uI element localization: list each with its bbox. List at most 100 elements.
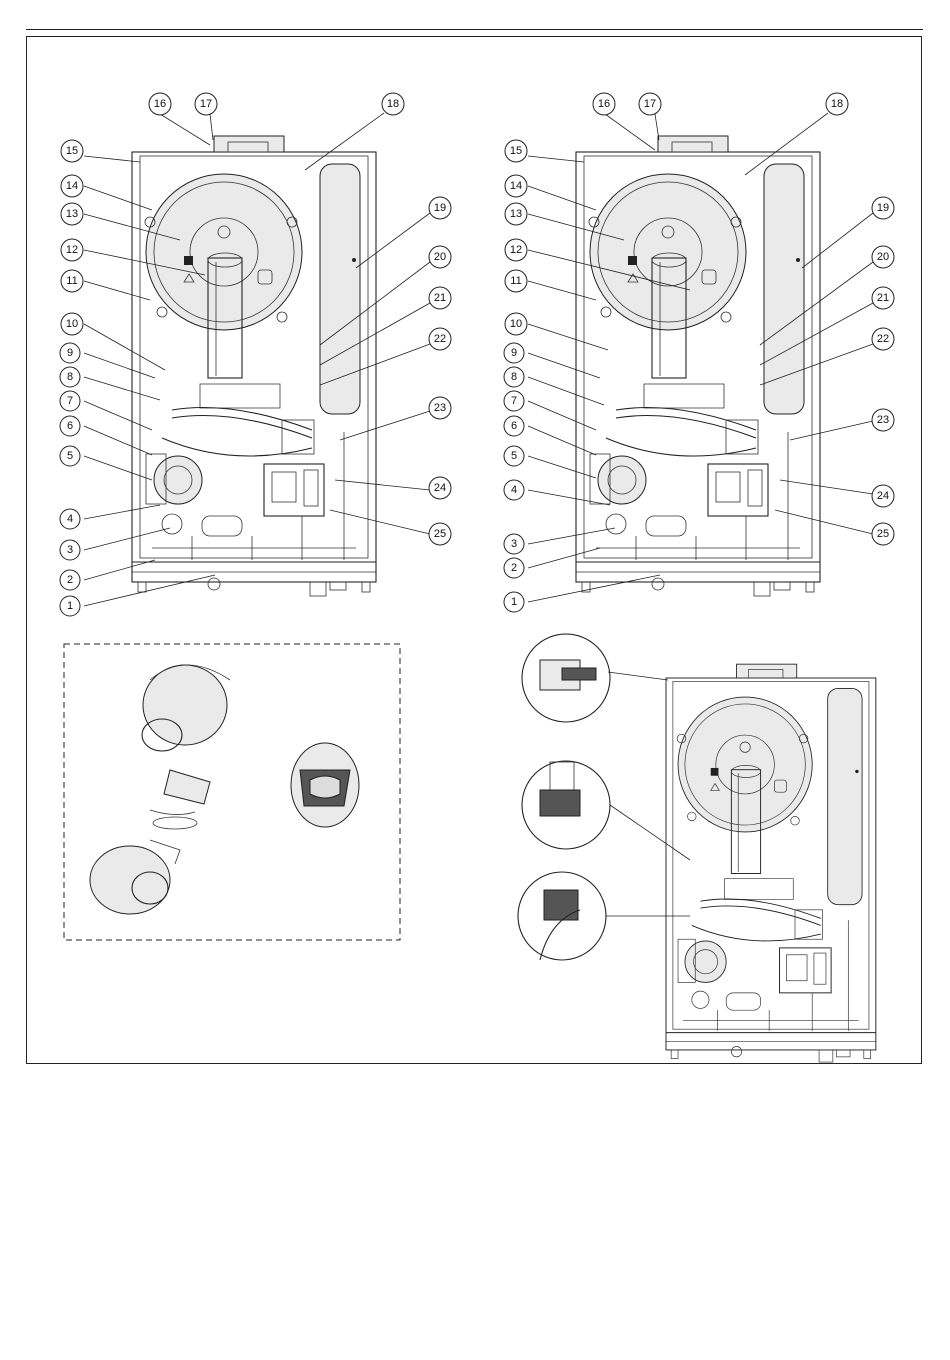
callout-20: 20 bbox=[429, 246, 451, 268]
svg-text:3: 3 bbox=[511, 538, 517, 550]
svg-text:24: 24 bbox=[877, 490, 889, 502]
boiler-left bbox=[132, 136, 376, 596]
svg-text:1: 1 bbox=[511, 596, 517, 608]
svg-text:23: 23 bbox=[434, 402, 446, 414]
svg-text:8: 8 bbox=[511, 371, 517, 383]
svg-text:7: 7 bbox=[511, 395, 517, 407]
svg-text:16: 16 bbox=[598, 98, 610, 110]
callout-6-right: 6 bbox=[504, 416, 524, 436]
svg-text:24: 24 bbox=[434, 482, 446, 494]
callout-1-right: 1 bbox=[504, 592, 524, 612]
callout-24-right: 24 bbox=[872, 485, 894, 507]
svg-text:21: 21 bbox=[877, 292, 889, 304]
callout-15-right: 15 bbox=[505, 140, 527, 162]
callout-19-right: 19 bbox=[872, 197, 894, 219]
callout-25-right: 25 bbox=[872, 523, 894, 545]
svg-text:9: 9 bbox=[511, 347, 517, 359]
svg-text:20: 20 bbox=[434, 251, 446, 263]
callout-3-right: 3 bbox=[504, 534, 524, 554]
svg-text:18: 18 bbox=[387, 98, 399, 110]
svg-text:16: 16 bbox=[154, 98, 166, 110]
callout-10-right: 10 bbox=[505, 313, 527, 335]
svg-text:25: 25 bbox=[877, 528, 889, 540]
svg-text:10: 10 bbox=[66, 318, 78, 330]
svg-text:14: 14 bbox=[66, 180, 78, 192]
svg-text:23: 23 bbox=[877, 414, 889, 426]
svg-text:6: 6 bbox=[511, 420, 517, 432]
svg-text:7: 7 bbox=[67, 395, 73, 407]
svg-text:5: 5 bbox=[511, 450, 517, 462]
svg-text:4: 4 bbox=[67, 513, 73, 525]
callout-14-right: 14 bbox=[505, 175, 527, 197]
callout-12-right: 12 bbox=[505, 239, 527, 261]
callout-7-right: 7 bbox=[504, 391, 524, 411]
boiler-detail-view bbox=[666, 664, 876, 1062]
sensor-detail-1 bbox=[522, 634, 668, 722]
svg-text:1: 1 bbox=[67, 600, 73, 612]
callout-17-right: 17 bbox=[639, 93, 661, 115]
svg-text:2: 2 bbox=[511, 562, 517, 574]
callout-17: 17 bbox=[195, 93, 217, 115]
svg-text:6: 6 bbox=[67, 420, 73, 432]
svg-text:3: 3 bbox=[67, 544, 73, 556]
callout-21-right: 21 bbox=[872, 287, 894, 309]
callout-12: 12 bbox=[61, 239, 83, 261]
svg-text:22: 22 bbox=[877, 333, 889, 345]
callout-5: 5 bbox=[60, 446, 80, 466]
callout-2-right: 2 bbox=[504, 558, 524, 578]
svg-text:10: 10 bbox=[510, 318, 522, 330]
boiler-right bbox=[576, 136, 820, 596]
callout-2: 2 bbox=[60, 570, 80, 590]
svg-text:13: 13 bbox=[66, 208, 78, 220]
callout-4: 4 bbox=[60, 509, 80, 529]
callout-13-right: 13 bbox=[505, 203, 527, 225]
svg-text:18: 18 bbox=[831, 98, 843, 110]
svg-text:5: 5 bbox=[67, 450, 73, 462]
svg-text:4: 4 bbox=[511, 484, 517, 496]
svg-text:20: 20 bbox=[877, 251, 889, 263]
svg-text:13: 13 bbox=[510, 208, 522, 220]
callout-11-right: 11 bbox=[505, 270, 527, 292]
svg-text:14: 14 bbox=[510, 180, 522, 192]
callout-25: 25 bbox=[429, 523, 451, 545]
svg-text:17: 17 bbox=[200, 98, 212, 110]
callout-9: 9 bbox=[60, 343, 80, 363]
callout-15: 15 bbox=[61, 140, 83, 162]
callout-5-right: 5 bbox=[504, 446, 524, 466]
callout-20-right: 20 bbox=[872, 246, 894, 268]
svg-text:15: 15 bbox=[66, 145, 78, 157]
callout-18-right: 18 bbox=[826, 93, 848, 115]
svg-text:12: 12 bbox=[510, 244, 522, 256]
svg-text:8: 8 bbox=[67, 371, 73, 383]
callout-1: 1 bbox=[60, 596, 80, 616]
callout-24: 24 bbox=[429, 477, 451, 499]
callout-21: 21 bbox=[429, 287, 451, 309]
svg-text:21: 21 bbox=[434, 292, 446, 304]
callout-3: 3 bbox=[60, 540, 80, 560]
callout-11: 11 bbox=[61, 270, 83, 292]
svg-text:11: 11 bbox=[66, 275, 77, 287]
callout-13: 13 bbox=[61, 203, 83, 225]
callout-22-right: 22 bbox=[872, 328, 894, 350]
sensor-detail-3 bbox=[518, 872, 690, 960]
callout-23-right: 23 bbox=[872, 409, 894, 431]
callout-22: 22 bbox=[429, 328, 451, 350]
callout-19: 19 bbox=[429, 197, 451, 219]
callout-9-right: 9 bbox=[504, 343, 524, 363]
svg-text:15: 15 bbox=[510, 145, 522, 157]
callout-18: 18 bbox=[382, 93, 404, 115]
callout-4-right: 4 bbox=[504, 480, 524, 500]
callout-6: 6 bbox=[60, 416, 80, 436]
svg-text:11: 11 bbox=[510, 275, 521, 287]
callout-8-right: 8 bbox=[504, 367, 524, 387]
callout-14: 14 bbox=[61, 175, 83, 197]
svg-text:12: 12 bbox=[66, 244, 78, 256]
callout-16: 16 bbox=[149, 93, 171, 115]
sensor-detail-2 bbox=[522, 761, 690, 860]
exploded-view-box bbox=[64, 644, 400, 940]
svg-text:19: 19 bbox=[877, 202, 889, 214]
callout-10: 10 bbox=[61, 313, 83, 335]
svg-text:2: 2 bbox=[67, 574, 73, 586]
svg-text:19: 19 bbox=[434, 202, 446, 214]
callout-8: 8 bbox=[60, 367, 80, 387]
